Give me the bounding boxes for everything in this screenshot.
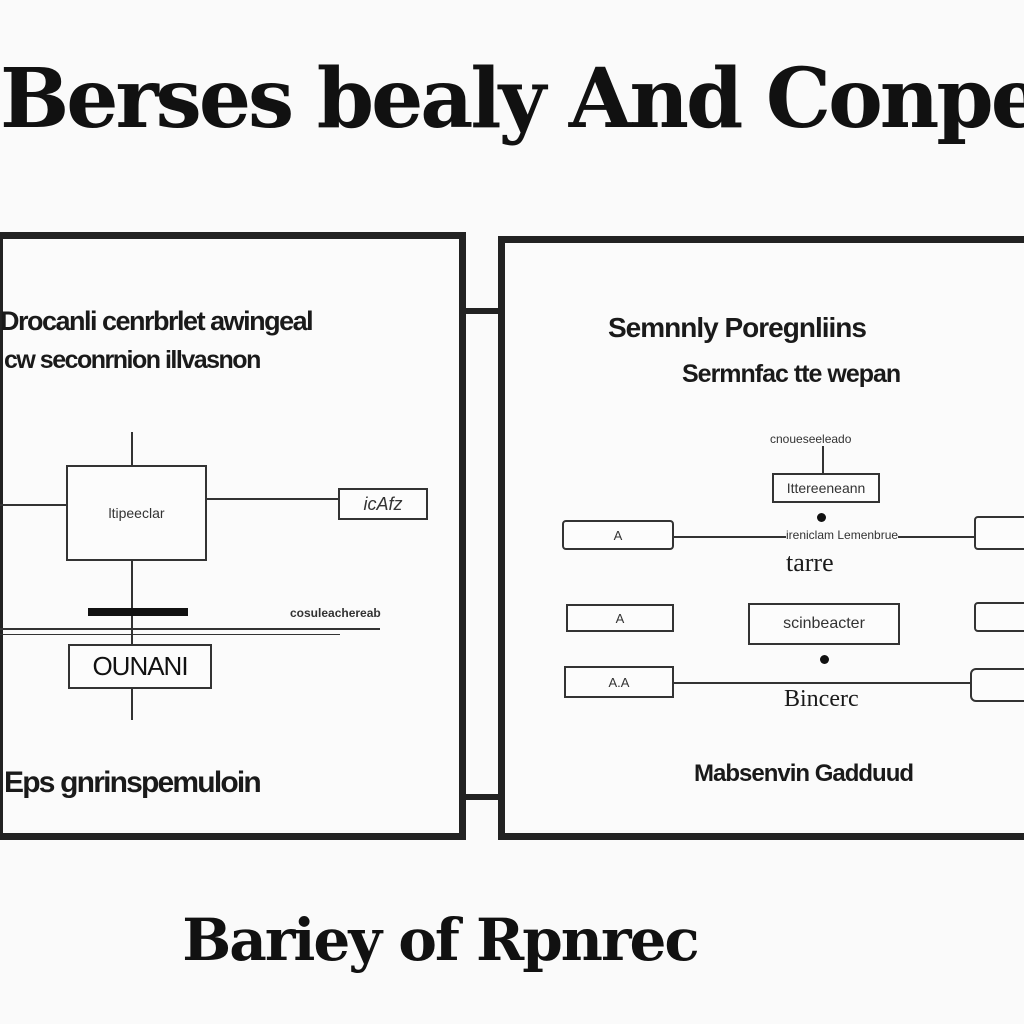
right-right-box-3 [970, 668, 1024, 702]
left-long-line2 [0, 634, 340, 635]
right-left-box-3: A.A [564, 666, 674, 698]
right-right-box-1 [974, 516, 1024, 550]
right-top-vertical [822, 446, 824, 476]
right-footer: Mabsenvin Gadduud [694, 760, 914, 787]
left-right-box: icAfz [338, 488, 428, 520]
right-right-box-2 [974, 602, 1024, 632]
right-center-box: scinbeacter [748, 603, 900, 645]
left-footer: Eps gnrinspemuloin [4, 766, 262, 799]
left-output-box: OUNANI [68, 644, 212, 689]
right-mid-small-label: ireniclam Lemenbrue [786, 528, 899, 542]
right-top-small-label: cnoueseeleado [770, 432, 852, 446]
panel-connector-top [466, 308, 498, 314]
left-heading-line2: cw seconrnion illvasnon [4, 346, 261, 374]
left-bar-label: cosuleachereab [290, 606, 381, 620]
right-left-box-1: A [562, 520, 674, 550]
right-top-box: Ittereeneann [772, 473, 880, 503]
main-title: Berses bealy And Conpeirel [0, 51, 1024, 147]
panel-connector-bottom [466, 794, 498, 800]
right-mid-label: tarre [786, 548, 834, 577]
left-horizontal-line-right [206, 498, 338, 500]
right-center-dot [820, 655, 829, 664]
bottom-title: Bariey of Rpnrec [182, 906, 700, 974]
left-horizontal-line [0, 504, 66, 506]
left-heading-line1: Drocanli cenrbrlet awingeal [0, 306, 314, 336]
left-center-block: ltipeeclar [66, 465, 207, 561]
right-lower-line [674, 682, 974, 684]
right-heading-line2: Sermnfac tte wepan [682, 360, 901, 388]
right-left-box-2: A [566, 604, 674, 632]
right-lower-label: Bincerc [784, 686, 859, 712]
left-long-line [0, 628, 380, 630]
right-top-dot [817, 513, 826, 522]
left-vertical-axis [131, 432, 133, 720]
left-thick-bar [88, 608, 188, 616]
right-heading-line1: Semnnly Poregnliins [608, 312, 867, 343]
